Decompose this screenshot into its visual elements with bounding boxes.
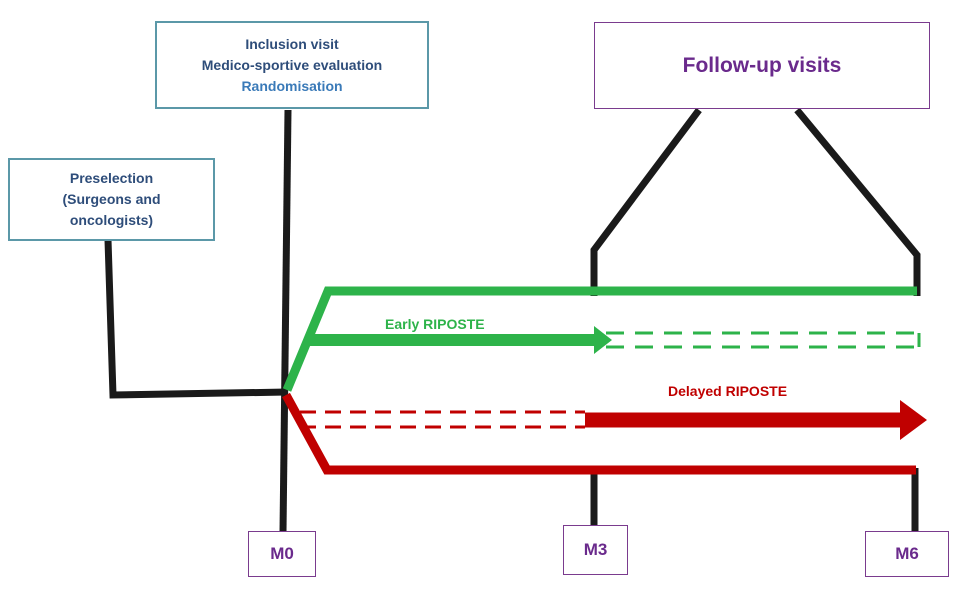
inclusion-to-m0-line	[279, 109, 292, 533]
randomisation-label: Randomisation	[241, 77, 343, 94]
early-dashed-continuation	[606, 331, 921, 349]
m6-label: M6	[895, 544, 919, 563]
m0-timepoint-box: M0	[248, 531, 316, 577]
preselection-detail-line1: (Surgeons and	[62, 191, 161, 207]
m3-label: M3	[583, 540, 608, 559]
followup-connector-left	[590, 107, 702, 296]
followup-connector-right	[794, 107, 921, 296]
inclusion-visit-label: Inclusion visit	[245, 35, 339, 52]
early-riposte-label: Early RIPOSTE	[385, 316, 485, 332]
preselection-label: Preselection	[69, 170, 154, 186]
preselection-connector	[104, 239, 288, 399]
red-arm-outline	[282, 392, 916, 475]
early-arrow-head	[594, 326, 612, 354]
preselection-detail-line2: oncologists)	[69, 212, 154, 228]
delayed-dashed-segment	[300, 410, 585, 429]
m0-label: M0	[270, 544, 294, 563]
green-arm-outline	[282, 286, 917, 392]
preselection-box: Preselection (Surgeons and oncologists)	[8, 158, 215, 241]
delayed-arrow-head	[900, 400, 927, 440]
follow-up-visits-box: Follow-up visits	[594, 22, 930, 109]
follow-up-visits-label: Follow-up visits	[682, 53, 842, 77]
medico-sportive-label: Medico-sportive evaluation	[201, 56, 383, 73]
delayed-riposte-label: Delayed RIPOSTE	[668, 383, 788, 399]
inclusion-visit-box: Inclusion visit Medico-sportive evaluati…	[155, 21, 429, 109]
m3-timepoint-box: M3	[563, 525, 628, 575]
m6-timepoint-box: M6	[865, 531, 949, 577]
